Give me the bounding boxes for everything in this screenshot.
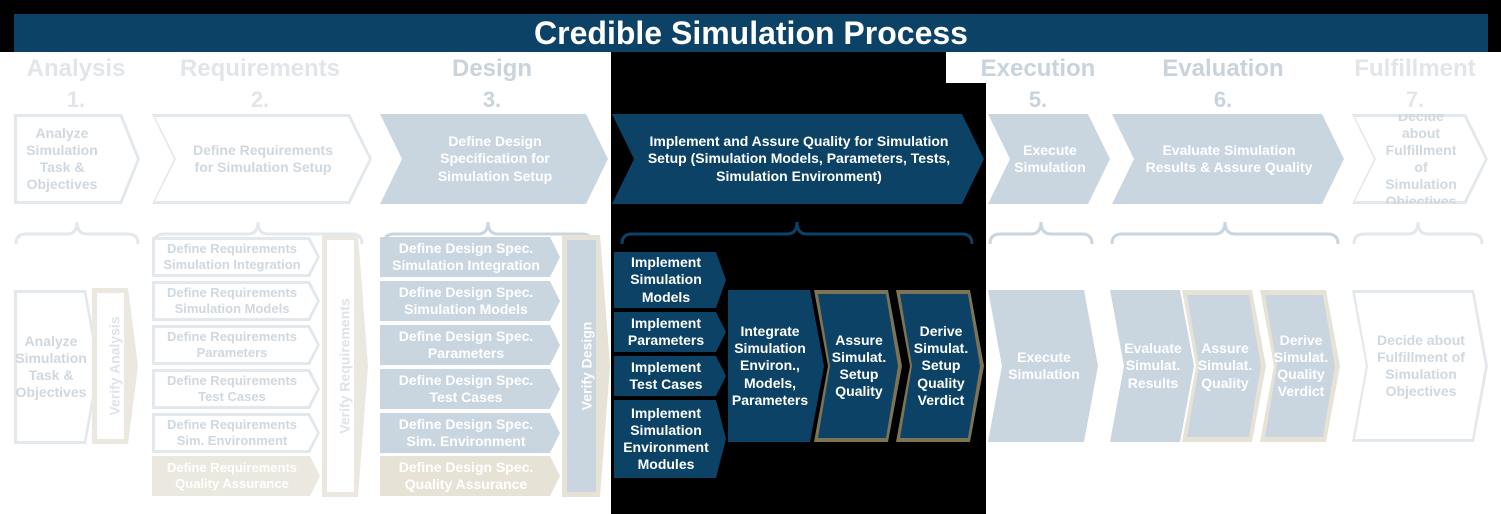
fulfillment-step: Decide about Fulfillment of Simulation O…: [1352, 290, 1488, 442]
req-item-quality-assurance: Define Requirements Quality Assurance: [152, 456, 320, 496]
design-item-parameters: Define Design Spec. Parameters: [380, 325, 560, 365]
brace-analysis: [14, 221, 140, 245]
design-item-environment: Define Design Spec. Sim. Environment: [380, 413, 560, 453]
impl-item-environment: Implement Simulation Environment Modules: [614, 400, 726, 478]
analysis-step: Analyze Simulation Task & Objectives: [14, 290, 100, 444]
impl-item-parameters: Implement Parameters: [614, 312, 726, 352]
evaluate-results: Evaluate Simulat. Results: [1110, 290, 1194, 442]
top-step-execute: Execute Simulation: [988, 114, 1110, 204]
design-item-integration: Define Design Spec. Simulation Integrati…: [380, 237, 560, 277]
impl-item-models: Implement Simulation Models: [614, 252, 726, 308]
req-item-test-cases: Define Requirements Test Cases: [152, 369, 320, 409]
verify-requirements: Verify Requirements: [322, 235, 368, 497]
verify-analysis: Verify Analysis: [92, 288, 138, 444]
phase-execution-number: 5.: [1028, 87, 1048, 112]
phase-requirements: Requirements: [179, 55, 341, 82]
top-step-analyze: Analyze Simulation Task & Objectives: [14, 114, 140, 204]
phase-requirements-number: 2.: [250, 87, 270, 112]
verify-design: Verify Design: [562, 235, 610, 497]
impl-derive-verdict: Derive Simulat. Setup Quality Verdict: [896, 290, 984, 442]
top-step-implement: Implement and Assure Quality for Simulat…: [612, 114, 984, 204]
phase-analysis-number: 1.: [66, 87, 86, 112]
phase-evaluation-number: 6.: [1213, 87, 1233, 112]
brace-fulfillment: [1352, 221, 1484, 245]
phase-execution: Execution: [980, 55, 1096, 82]
impl-item-test-cases: Implement Test Cases: [614, 356, 726, 396]
phase-analysis: Analysis: [26, 55, 126, 82]
impl-integrate: Integrate Simulation Environ., Models, P…: [728, 290, 824, 442]
brace-implementation: [620, 221, 974, 245]
evaluate-assure-quality: Assure Simulat. Quality: [1182, 290, 1266, 442]
top-step-design: Define Design Specification for Simulati…: [380, 114, 608, 204]
phase-fulfillment: Fulfillment: [1354, 55, 1476, 82]
impl-assure-quality: Assure Simulat. Setup Quality: [814, 290, 902, 442]
req-item-parameters: Define Requirements Parameters: [152, 325, 320, 365]
brace-requirements: [152, 221, 364, 245]
top-step-requirements: Define Requirements for Simulation Setup: [152, 114, 372, 204]
top-step-fulfillment: Decide about Fulfillment of Simulation O…: [1352, 114, 1488, 204]
req-item-environment: Define Requirements Sim. Environment: [152, 413, 320, 453]
brace-execution: [988, 221, 1094, 245]
req-item-integration: Define Requirements Simulation Integrati…: [152, 237, 320, 277]
execute-simulation: Execute Simulation: [988, 290, 1098, 442]
phase-design: Design: [451, 55, 532, 82]
top-step-evaluate: Evaluate Simulation Results & Assure Qua…: [1112, 114, 1344, 204]
req-item-models: Define Requirements Simulation Models: [152, 281, 320, 321]
design-item-quality-assurance: Define Design Spec. Quality Assurance: [380, 456, 560, 496]
phase-evaluation: Evaluation: [1162, 55, 1284, 82]
brace-design: [382, 221, 594, 245]
design-item-models: Define Design Spec. Simulation Models: [380, 281, 560, 321]
phase-design-number: 3.: [482, 87, 502, 112]
design-item-test-cases: Define Design Spec. Test Cases: [380, 369, 560, 409]
page-title: Credible Simulation Process: [14, 14, 1488, 52]
brace-evaluation: [1110, 221, 1340, 245]
phase-fulfillment-number: 7.: [1405, 87, 1425, 112]
